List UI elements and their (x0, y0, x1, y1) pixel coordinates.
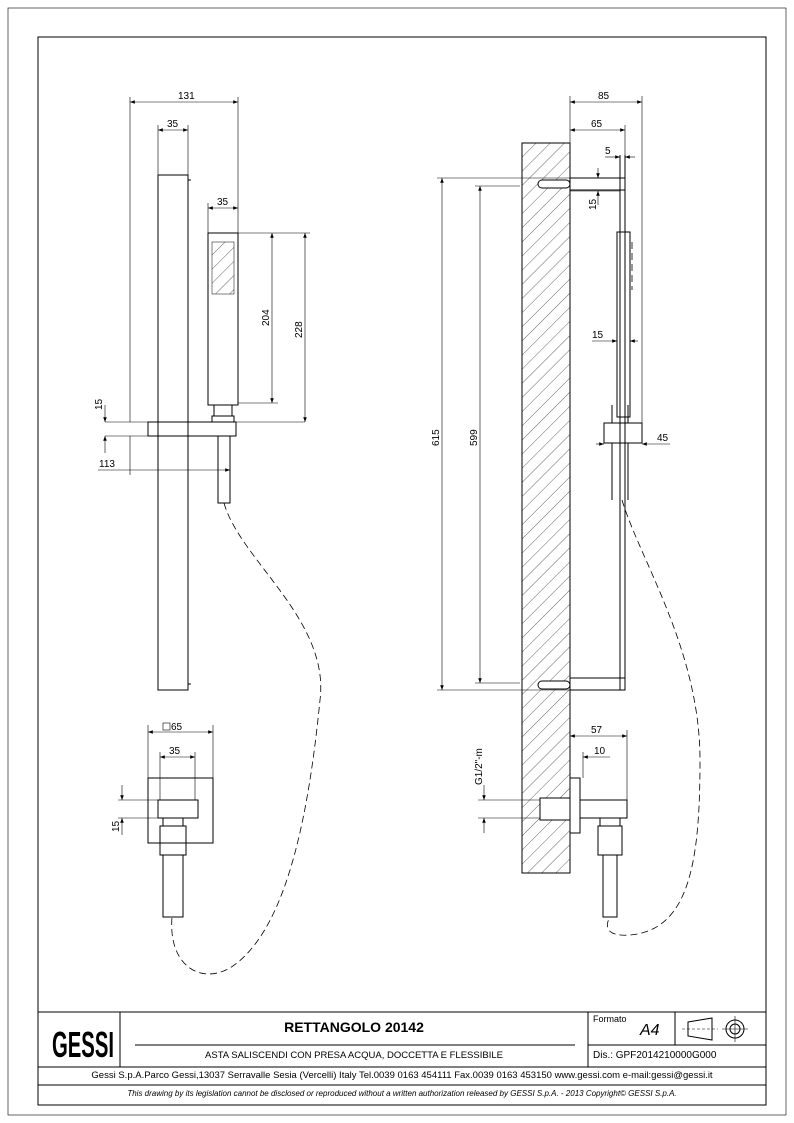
slide-bar (157, 174, 189, 691)
dim-10: 10 (594, 746, 606, 757)
dim-113: 113 (99, 459, 115, 470)
dim-599: 599 (469, 429, 480, 446)
title-block-lines (38, 1011, 766, 1086)
dim-615: 615 (431, 429, 442, 446)
dim-57: 57 (591, 725, 603, 736)
handset-side (616, 231, 631, 418)
dim-85: 85 (598, 91, 610, 102)
dim-15-handset: 15 (592, 330, 604, 341)
dim-65-plate: 65 (171, 722, 183, 733)
wall-section (521, 142, 571, 874)
bracket-side (603, 422, 643, 444)
dim-15-side: 15 (588, 198, 599, 210)
handset (207, 232, 239, 406)
dim-228: 228 (294, 321, 305, 338)
dim-204: 204 (261, 309, 272, 326)
gessi-logo: GESSI (52, 1024, 114, 1065)
outlet-side-view: 57 10 G1/2"-m (474, 725, 628, 918)
front-view: 131 35 35 204 228 15 113 (94, 91, 322, 975)
sheet-border (7, 7, 787, 1116)
bracket (147, 421, 237, 437)
side-view: 85 65 5 15 615 599 15 45 (431, 91, 701, 936)
top-fixing (537, 179, 571, 189)
format-label: Formato (593, 1014, 627, 1024)
drawing-frame (37, 36, 767, 1106)
hose-side (607, 499, 701, 936)
copyright-disclaimer: This drawing by its legislation cannot b… (127, 1089, 677, 1098)
dim-35-outlet: 35 (169, 746, 181, 757)
projection-symbol-icon (682, 1016, 748, 1042)
bottom-fixing (537, 680, 571, 690)
dim-thread: G1/2"-m (474, 748, 485, 785)
dim-131: 131 (178, 91, 195, 102)
drawing-title: RETTANGOLO 20142 (284, 1019, 424, 1035)
outlet-front-view: 65 35 15 (111, 722, 214, 918)
drawing-number: Dis.: GPF2014210000G000 (593, 1050, 717, 1061)
dim-45: 45 (657, 433, 669, 444)
dim-65-side: 65 (591, 119, 603, 130)
dim-35-handset: 35 (217, 197, 229, 208)
dim-35-bar: 35 (167, 119, 179, 130)
hose-stub (217, 435, 231, 504)
outlet-plate (147, 777, 214, 844)
handset-nozzles (211, 241, 235, 295)
dim-15-outlet: 15 (111, 820, 122, 832)
hose (171, 502, 322, 975)
drawing-subtitle: ASTA SALISCENDI CON PRESA ACQUA, DOCCETT… (205, 1050, 503, 1061)
dim-5: 5 (605, 146, 611, 157)
company-address: Gessi S.p.A.Parco Gessi,13037 Serravalle… (91, 1070, 713, 1081)
dim-15-bracket: 15 (94, 398, 105, 410)
format-value: A4 (640, 1022, 660, 1039)
